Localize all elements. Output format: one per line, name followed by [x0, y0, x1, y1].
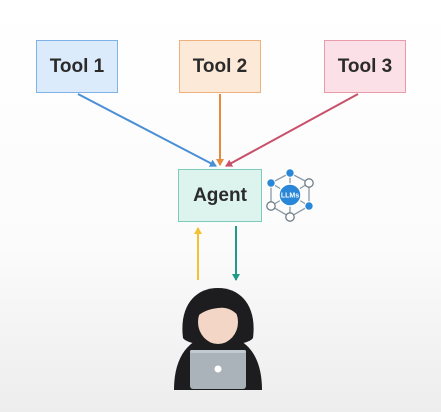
arrow-tool1-to-agent	[77, 93, 217, 167]
agent-node: Agent	[178, 169, 262, 222]
hooded-user-with-laptop-icon	[174, 288, 262, 390]
agent-label: Agent	[193, 184, 247, 206]
tool-1-node: Tool 1	[36, 40, 118, 93]
arrow-tool3-to-agent	[225, 93, 359, 167]
llm-badge-label: LLMs	[281, 193, 299, 200]
tool-3-node: Tool 3	[324, 40, 406, 93]
tool-1-label: Tool 1	[49, 55, 105, 77]
llm-network-icon: LLMs	[266, 168, 314, 222]
tool-2-label: Tool 2	[192, 55, 248, 77]
tool-3-label: Tool 3	[337, 55, 393, 77]
tool-2-node: Tool 2	[179, 40, 261, 93]
